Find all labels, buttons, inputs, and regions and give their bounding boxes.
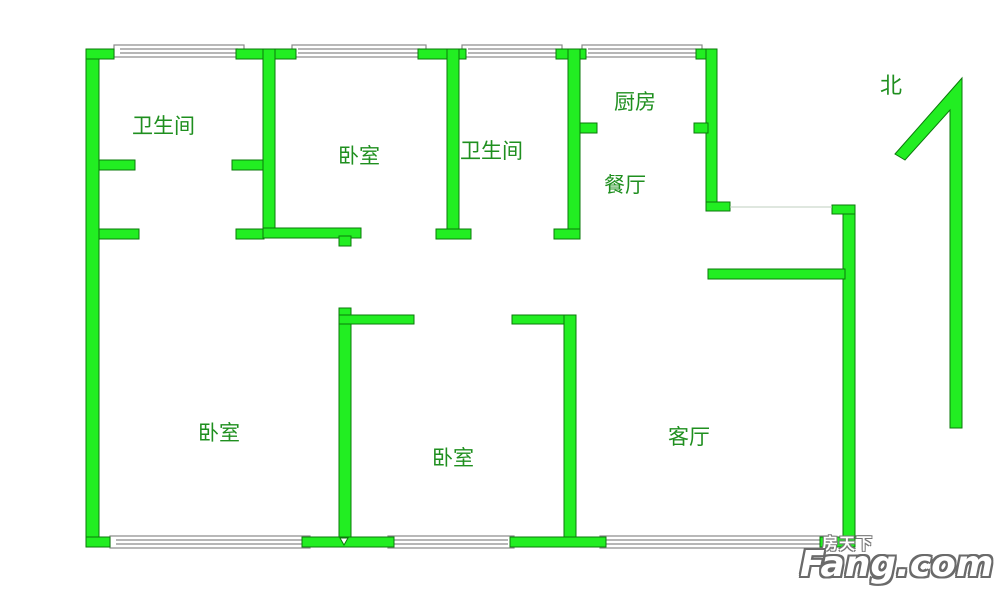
wall-living-cross bbox=[707, 268, 846, 280]
wall-bedroom-bottom bbox=[262, 227, 362, 239]
watermark-top-text: 房天下 bbox=[822, 534, 874, 553]
door-marker bbox=[339, 537, 349, 547]
watermark-logo: 房天下 Fang.com bbox=[800, 530, 994, 590]
window-bottom-1 bbox=[109, 535, 311, 549]
wall-v3-foot bbox=[553, 228, 581, 240]
window-top-3 bbox=[461, 44, 563, 58]
room-label-dining: 餐厅 bbox=[604, 173, 646, 197]
room-label-bedroom-top: 卧室 bbox=[338, 144, 380, 168]
wall-bath-left-stub-1 bbox=[98, 159, 136, 171]
wall-v2-foot bbox=[435, 228, 472, 240]
wall-bottom-c bbox=[509, 536, 607, 548]
wall-v3 bbox=[567, 48, 581, 239]
wall-v3-stub bbox=[579, 122, 598, 134]
wall-right-outer bbox=[842, 204, 856, 548]
window-top-4 bbox=[581, 44, 703, 58]
north-arrow bbox=[894, 76, 963, 429]
room-label-bathroom-left: 卫生间 bbox=[132, 114, 195, 138]
wall-top-c bbox=[417, 48, 467, 60]
wall-kitchen-stub bbox=[693, 122, 709, 134]
windows bbox=[109, 44, 831, 549]
wall-bath-right-stub-2 bbox=[235, 228, 265, 240]
room-label-bedroom-left: 卧室 bbox=[198, 421, 240, 445]
wall-top-a bbox=[85, 48, 115, 60]
wall-bottom-d bbox=[819, 536, 856, 548]
wall-v1 bbox=[262, 48, 276, 239]
wall-v2 bbox=[446, 48, 460, 239]
window-top-1 bbox=[113, 44, 245, 58]
wall-bottom-a bbox=[85, 536, 111, 548]
window-top-2 bbox=[291, 44, 427, 58]
wall-bottom-b bbox=[301, 536, 395, 548]
wall-kitchen-corner bbox=[705, 201, 731, 212]
wall-bath-right-stub-1 bbox=[231, 159, 265, 171]
room-label-bedroom-mid: 卧室 bbox=[432, 446, 474, 470]
wall-bedroom-mid-left bbox=[338, 307, 352, 546]
wall-bedroom-bottom-tab bbox=[338, 235, 352, 247]
room-label-kitchen: 厨房 bbox=[614, 90, 656, 114]
wall-bedroom-mid-right bbox=[563, 314, 577, 546]
room-label-bathroom-mid: 卫生间 bbox=[460, 139, 523, 163]
wall-bath-left-stub-2 bbox=[98, 228, 140, 240]
north-label: 北 bbox=[880, 74, 903, 99]
window-bottom-2 bbox=[387, 535, 515, 549]
walls bbox=[85, 48, 856, 548]
room-label-living: 客厅 bbox=[668, 425, 710, 449]
wall-right-top bbox=[831, 204, 856, 215]
wall-left-outer bbox=[85, 48, 100, 548]
wall-bedroom-mid-top-l bbox=[338, 314, 415, 325]
watermark-main-text: Fang.com bbox=[800, 544, 994, 585]
window-bottom-3 bbox=[599, 535, 831, 549]
